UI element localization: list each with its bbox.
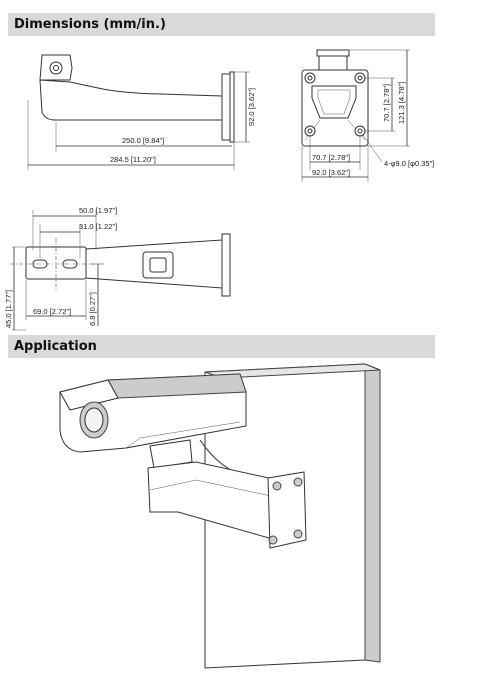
top-width-inner-label: 31.0 [1.22"] <box>79 222 117 231</box>
application-section-title: Application <box>8 335 435 358</box>
front-total-height-label: 121.3 [4.78"] <box>397 82 406 124</box>
top-offset-label: 6.8 [0.27"] <box>88 292 97 326</box>
front-hole-spacing-height-label: 70.7 [2.78"] <box>382 84 391 122</box>
top-height-label: 45.0 [1.77"] <box>4 290 13 328</box>
front-total-width-label: 92.0 [3.62"] <box>312 168 350 177</box>
side-length-outer-label: 284.5 [11.20"] <box>110 155 156 164</box>
side-height-label: 92.0 [3.62"] <box>247 88 256 126</box>
top-base-width-label: 69.0 [2.72"] <box>33 307 71 316</box>
side-length-inner-label: 250.0 [9.84"] <box>122 136 164 145</box>
dimensions-section-title: Dimensions (mm/in.) <box>8 13 435 36</box>
application-illustration <box>59 363 381 669</box>
front-view <box>301 49 410 182</box>
front-hole-spacing-width-label: 70.7 [2.78"] <box>312 153 350 162</box>
top-view <box>10 210 231 331</box>
top-width-outer-label: 50.0 [1.97"] <box>79 206 117 215</box>
front-hole-diameter-label: 4-φ9.0 [φ0.35"] <box>384 159 434 168</box>
side-view <box>27 54 250 170</box>
